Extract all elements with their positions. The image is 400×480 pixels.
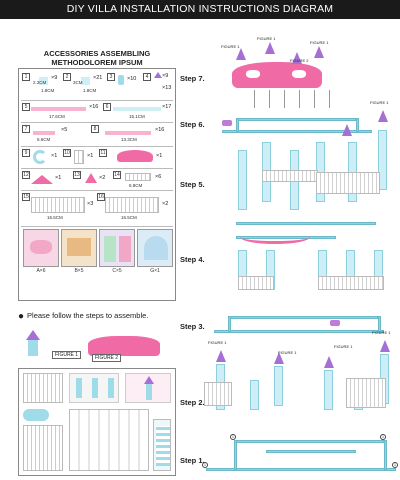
- accessory-row-2: 5 17.6CM ×16 6 15.1CM ×17: [21, 101, 173, 123]
- turret-right-icon: [314, 46, 324, 58]
- gable-icon: [31, 175, 53, 184]
- fence-preview-icon: [23, 373, 63, 403]
- connector-part-icon: [81, 77, 90, 85]
- step-5-label: Step 5.: [180, 180, 205, 189]
- accessory-row-5: 12 ×1 13 ×2 14 6.8CM ×6: [21, 169, 173, 191]
- long-beam-icon: [31, 107, 86, 111]
- door-illustration: [104, 236, 116, 262]
- wall-panel-b: [61, 229, 97, 267]
- step-1-label: Step 1.: [180, 456, 205, 465]
- figure-2-label: FIGURE 2: [92, 354, 122, 362]
- accessory-row-4: 9 ×1 10 ×1 11 ×1: [21, 147, 173, 169]
- long-fence-preview-icon: [69, 409, 149, 471]
- turret-mid-icon: [265, 42, 275, 54]
- turret-preview-icon: [125, 373, 171, 403]
- accessory-row-1: 1 2.3CM 1.8CM ×9 2 3CM 1.8CM ×21 3 ×10 4…: [21, 71, 173, 101]
- assembly-preview-panel: [18, 368, 176, 476]
- small-cap-part-icon: [39, 77, 48, 85]
- pillar-preview-icon: [69, 373, 119, 403]
- roof-part-icon: [117, 150, 153, 162]
- clip-icon: [222, 120, 232, 126]
- step-4-label: Step 4.: [180, 255, 205, 264]
- bathtub-icon: [23, 409, 49, 421]
- wall-panel-a: [23, 229, 59, 267]
- roof-assembly-icon: [88, 336, 160, 356]
- arch-part-icon: [33, 150, 47, 164]
- accessory-row-3: 7 6.6CM ×5 8 13.3CM ×16: [21, 123, 173, 147]
- turret-roof-icon: [26, 330, 40, 340]
- arch-door-illustration: [144, 236, 168, 260]
- accessories-panel: 1 2.3CM 1.8CM ×9 2 3CM 1.8CM ×21 3 ×10 4…: [18, 68, 176, 301]
- wall-preview-icon: [23, 425, 63, 471]
- short-beam-icon: [33, 131, 55, 135]
- arch-beam-icon: [240, 230, 310, 244]
- accessory-row-6: 15 16.5CM ×3 16 16.5CM ×2: [21, 191, 173, 227]
- small-roof-icon: [85, 173, 97, 183]
- pillar-part-icon: [118, 75, 124, 85]
- step-7-label: Step 7.: [180, 74, 205, 83]
- curved-wall-icon: [74, 150, 84, 164]
- kitchen-illustration: [67, 238, 91, 256]
- short-fence-icon: [125, 173, 151, 181]
- bed-illustration: [30, 240, 52, 254]
- turret-mid2-icon: [292, 52, 302, 64]
- long-fence-icon: [31, 197, 85, 213]
- mid-beam-icon: [105, 131, 151, 135]
- window-illustration: [119, 236, 131, 262]
- step-6-label: Step 6.: [180, 120, 205, 129]
- wall-panel-g: [137, 229, 173, 267]
- railing-icon: [105, 197, 159, 213]
- banner-title: DIY VILLA INSTALLATION INSTRUCTIONS DIAG…: [0, 0, 400, 19]
- turret-body-icon: [28, 340, 38, 356]
- accessory-row-7: A×6 B×5 C×5 G×1: [21, 227, 173, 297]
- step-3-label: Step 3.: [180, 322, 205, 331]
- stairs-preview-icon: [153, 419, 171, 471]
- step-2-label: Step 2.: [180, 398, 205, 407]
- wall-panel-c: [99, 229, 135, 267]
- beam-icon: [113, 107, 161, 111]
- accessories-subtitle: METHODOLOREM IPSUM: [51, 58, 143, 67]
- figure-1-label: FIGURE 1: [52, 351, 82, 359]
- turret-left-icon: [236, 48, 246, 60]
- turret-roof-icon: [154, 72, 162, 78]
- instruction-note: ●Please follow the steps to assemble.: [18, 311, 149, 322]
- accessories-title: ACCESSORIES ASSEMBLING: [43, 49, 151, 58]
- item-number: 1: [22, 73, 30, 81]
- dashed-arrows: [240, 90, 340, 108]
